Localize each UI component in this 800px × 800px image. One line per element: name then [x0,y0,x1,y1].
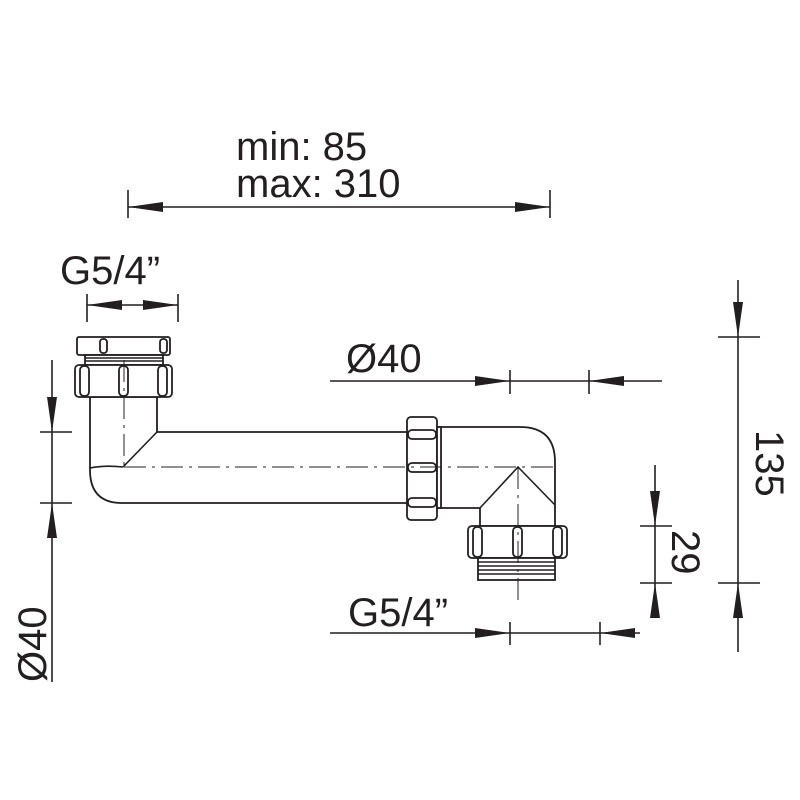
left-diameter-dimension: Ø40 [11,360,72,682]
top-diameter-dimension: Ø40 [330,337,662,394]
siphon-pipe [74,336,568,600]
outlet-height-dimension: 29 [640,465,707,618]
top-thread-dimension: G5/4” [60,249,179,322]
middle-nut [406,416,442,521]
outlet-height-label: 29 [663,530,707,575]
length-dimension: min: 85 max: 310 [127,125,551,218]
total-height-label: 135 [747,430,791,497]
total-height-dimension: 135 [718,280,791,652]
left-diameter-label: Ø40 [11,606,55,682]
bottom-thread-label: G5/4” [348,591,448,635]
length-max-label: max: 310 [236,162,401,206]
length-min-label: min: 85 [236,125,367,169]
top-diameter-label: Ø40 [346,337,422,381]
top-thread-label: G5/4” [60,249,160,293]
bottom-thread-dimension: G5/4” [330,591,640,645]
